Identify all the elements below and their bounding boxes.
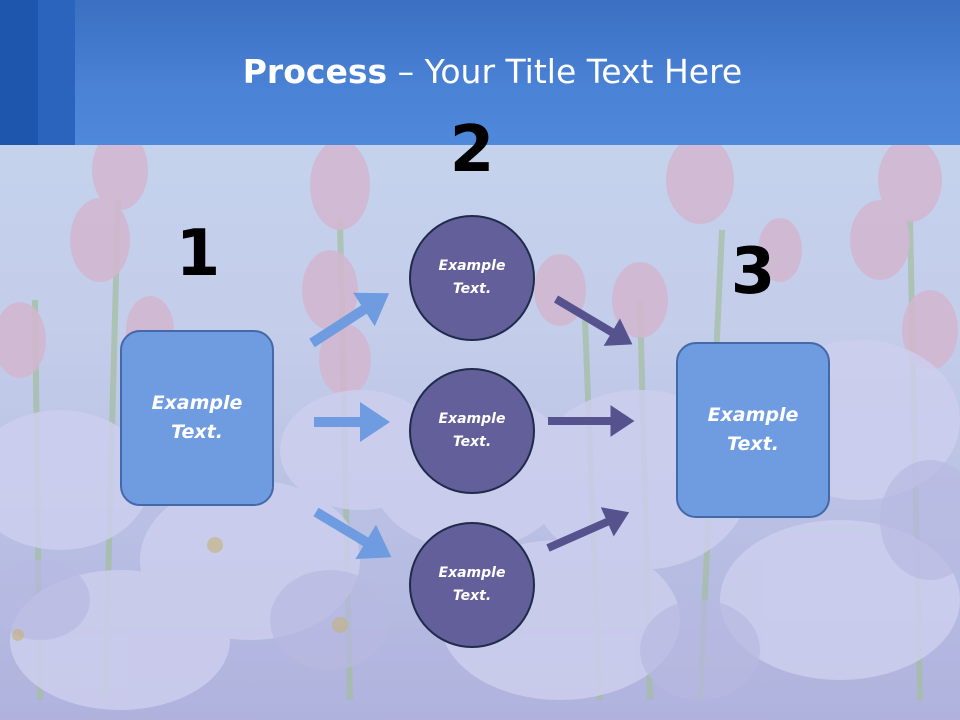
step-number-2: 2 bbox=[449, 113, 495, 187]
arrow-to-top-circle bbox=[309, 292, 390, 348]
step-2-circle-top: Example Text. bbox=[409, 215, 535, 341]
step-2-circle-middle: Example Text. bbox=[409, 368, 535, 494]
step-2-circle-bottom: Example Text. bbox=[409, 522, 535, 648]
arrow-to-bottom-circle bbox=[313, 507, 392, 559]
step-3-label: Example Text. bbox=[707, 404, 799, 455]
arrow-from-top-circle bbox=[553, 295, 633, 346]
arrow-from-bottom-circle bbox=[546, 507, 630, 552]
header-accent-bar bbox=[0, 0, 38, 145]
circle-label: Example Text. bbox=[438, 258, 506, 297]
step-number-1: 1 bbox=[175, 217, 221, 291]
title-bar bbox=[0, 0, 960, 145]
step-1-label: Example Text. bbox=[151, 392, 243, 443]
title-bold: Process bbox=[242, 52, 388, 91]
header-accent-bar bbox=[38, 0, 75, 145]
circle-label: Example Text. bbox=[438, 411, 506, 450]
slide-title: Process – Your Title Text Here bbox=[0, 52, 960, 91]
step-3-box: Example Text. bbox=[676, 342, 830, 518]
title-rest: – Your Title Text Here bbox=[387, 52, 743, 91]
circle-label: Example Text. bbox=[438, 565, 506, 604]
step-1-box: Example Text. bbox=[120, 330, 274, 506]
step-number-3: 3 bbox=[730, 235, 776, 309]
